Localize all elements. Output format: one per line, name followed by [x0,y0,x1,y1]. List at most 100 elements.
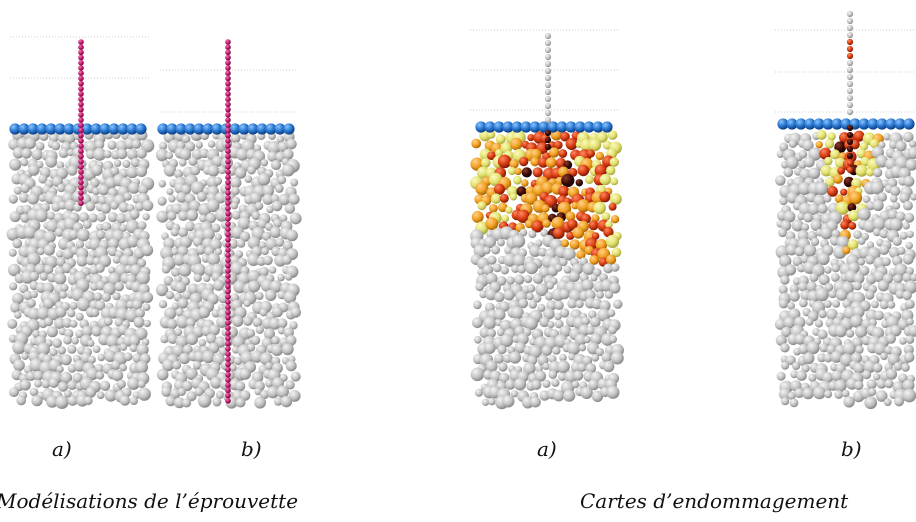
particle [42,282,55,294]
particle [531,379,542,390]
particle [43,298,54,309]
impactor-particle [78,143,84,149]
particle [127,255,139,267]
particle [581,279,594,292]
top-layer-particle [894,118,906,130]
particle [106,334,120,348]
particle [285,335,297,346]
particle [779,142,789,152]
particle [35,141,45,151]
particle [895,140,907,152]
particle [500,333,514,348]
particle [282,255,292,265]
particle [818,309,827,319]
particle [20,183,30,194]
top-layer-particle [184,123,196,135]
particle [565,211,576,222]
impactor-particle [225,174,231,180]
particle [508,351,522,364]
particle [584,289,596,301]
particle [9,158,22,171]
particle [547,320,555,329]
particle [143,319,151,328]
particle [288,193,300,205]
particle [568,271,580,282]
particle [601,212,611,221]
particle [486,230,494,238]
particle [172,360,182,370]
particle [134,202,144,212]
particle [13,359,25,372]
particle [578,324,590,337]
particle [26,298,36,308]
impactor-particle [225,392,231,399]
particle [893,362,903,371]
particle [603,263,614,274]
particle [575,299,584,309]
particle [91,326,102,337]
impactor-particle [544,46,552,54]
particle [37,342,50,356]
particle [190,181,205,195]
impactor-particle [225,184,231,191]
particle [849,191,863,205]
particle [127,377,140,391]
particle [129,209,140,220]
impactor-particle [544,88,552,96]
particle [112,255,121,264]
impactor-particle [544,32,552,40]
particle [208,324,220,336]
particle [479,290,487,299]
particle [179,158,187,167]
particle [481,158,491,168]
top-layer-particle [493,121,505,133]
particle [497,154,512,169]
particle [290,307,302,318]
particle [775,334,787,346]
particle [813,386,826,400]
top-layer-particle [538,121,550,133]
impactor-particle [78,138,84,144]
particle [34,379,43,388]
particle [471,138,482,149]
particle [535,239,543,247]
particle [610,177,619,186]
impactor-particle [78,179,84,186]
particle [176,315,190,329]
particle [167,333,178,344]
particle [514,341,527,354]
impactor-particle [225,309,231,316]
particle [249,192,262,205]
particle [174,328,183,337]
particle [137,258,147,268]
particle [119,363,127,372]
impactor-particle [544,74,552,82]
top-layer-particle [484,121,496,133]
impactor-particle [78,65,84,71]
particle [62,317,73,328]
particle [116,213,127,224]
particle [488,397,496,406]
particle [494,291,505,303]
particle [239,368,251,380]
particle [905,299,915,309]
particle [832,299,841,308]
particle [895,289,905,299]
particle [892,201,901,210]
particle [21,148,32,159]
particle [47,211,56,220]
particle [286,138,297,150]
impactor-particle [544,109,552,117]
particle [909,140,916,148]
particle [20,213,30,223]
particle [176,192,187,203]
impactor-particle [78,164,84,170]
particle [211,223,221,233]
particle [52,338,62,349]
particle [899,231,908,240]
particle [251,211,261,221]
impactor-particle [846,80,854,88]
impactor-particle [225,65,231,71]
particle [869,138,880,149]
particle [606,165,616,176]
